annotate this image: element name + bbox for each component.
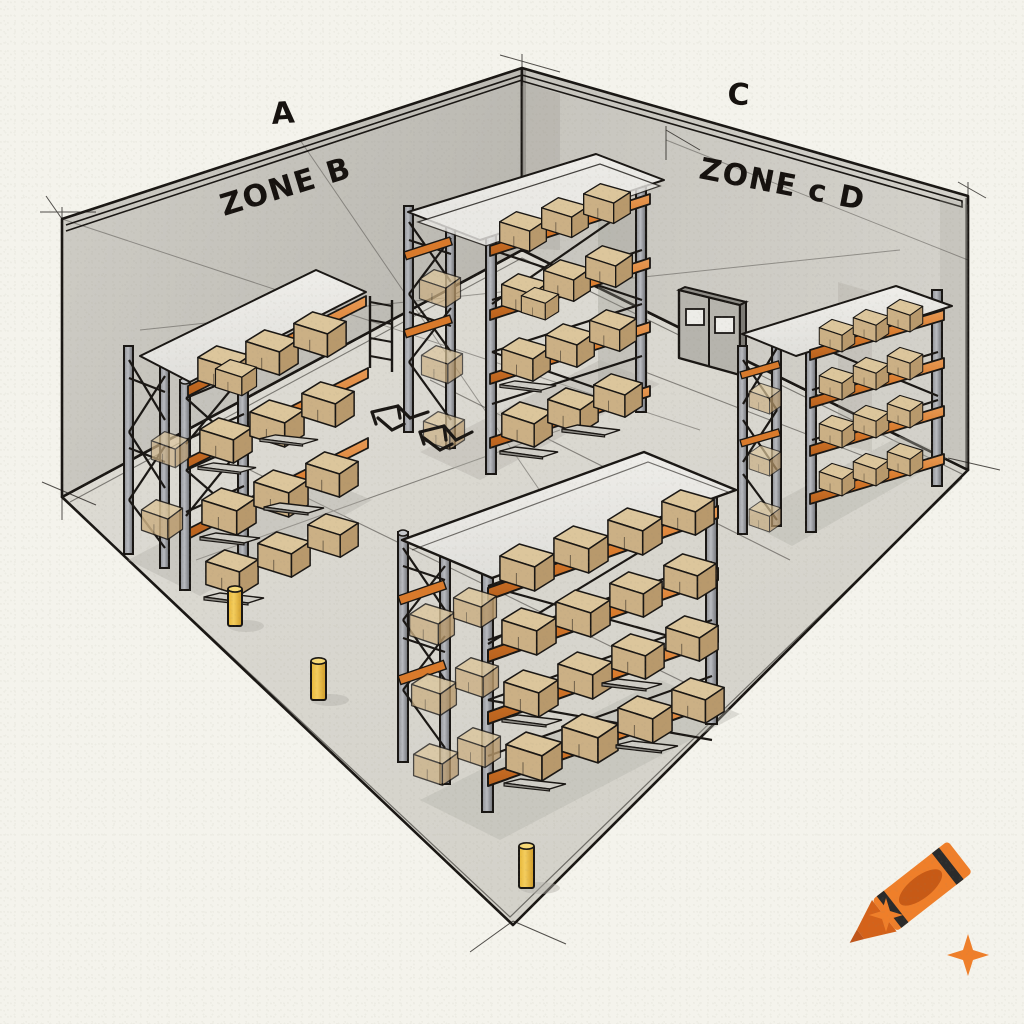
- rack-foreground[interactable]: [397, 450, 740, 840]
- sparkle-icon-1: [869, 898, 903, 932]
- pallet-jack-group[interactable]: [370, 404, 474, 452]
- construction-lines: [40, 54, 1001, 953]
- bollard-1: [227, 585, 264, 632]
- rack-left-zone-b[interactable]: [123, 269, 372, 606]
- rack-right-zone-d[interactable]: [737, 285, 953, 546]
- double-swing-door[interactable]: [676, 285, 749, 377]
- crayon-logo: [849, 842, 971, 943]
- label-corner-a: A: [270, 95, 296, 132]
- bollard-3: [518, 841, 560, 894]
- bollard-2: [310, 656, 349, 706]
- rack-center-rear[interactable]: [403, 153, 665, 480]
- wall-ladder: [368, 296, 394, 372]
- label-corner-c: C: [727, 77, 751, 113]
- sparkle-icon-2: [947, 934, 989, 976]
